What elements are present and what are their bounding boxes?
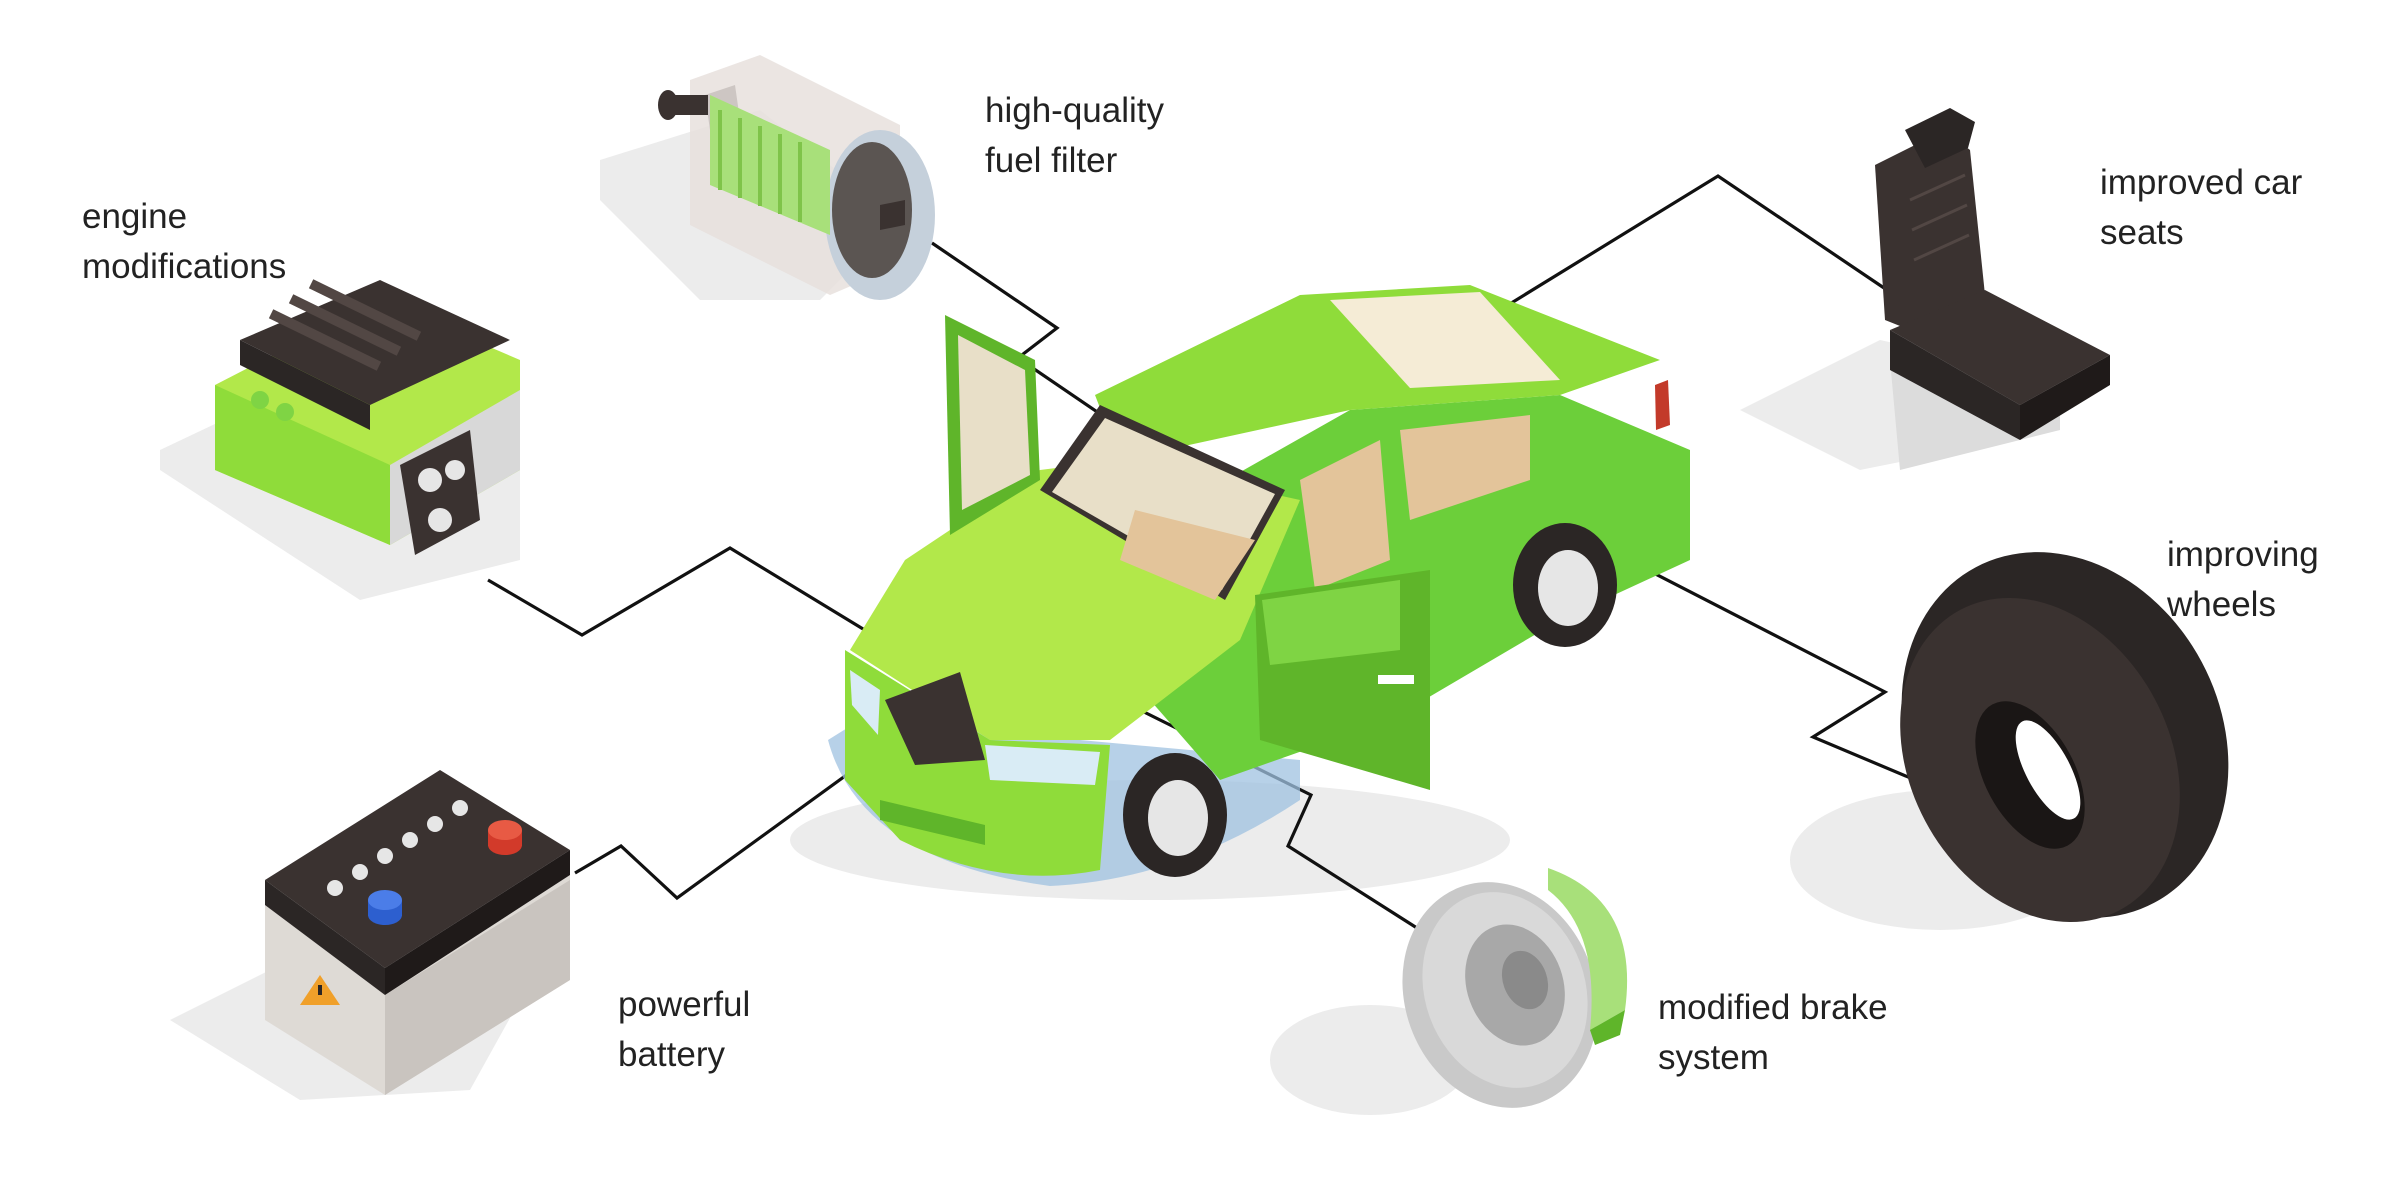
- label-fuel-filter-line2: fuel filter: [985, 141, 1118, 180]
- label-fuel-filter: high-quality fuel filter: [985, 86, 1164, 186]
- label-engine-line1: engine: [82, 197, 188, 236]
- label-engine-modifications: engine modifications: [82, 192, 286, 292]
- brake-disc-icon: [1402, 868, 1628, 1108]
- fuel-filter-icon: [658, 55, 935, 300]
- label-battery-line1: powerful: [618, 985, 751, 1024]
- engine-icon: [215, 279, 520, 555]
- label-brake-system: modified brake system: [1658, 983, 1888, 1083]
- label-car-seats-line1: improved car: [2100, 163, 2303, 202]
- label-brake-line2: system: [1658, 1038, 1769, 1077]
- tire-icon: [1900, 552, 2229, 923]
- label-fuel-filter-line1: high-quality: [985, 91, 1164, 130]
- label-battery-line2: battery: [618, 1035, 725, 1074]
- label-wheels-line1: improving: [2167, 535, 2319, 574]
- label-wheels: improving wheels: [2167, 530, 2319, 630]
- car-icon: [828, 285, 1690, 886]
- label-engine-line2: modifications: [82, 247, 287, 286]
- label-battery: powerful battery: [618, 980, 750, 1080]
- label-brake-line1: modified brake: [1658, 988, 1888, 1027]
- car-seat-icon: [1875, 108, 2110, 470]
- label-wheels-line2: wheels: [2167, 585, 2276, 624]
- warning-icon: [300, 975, 340, 1005]
- battery-icon: [265, 770, 570, 1095]
- label-car-seats-line2: seats: [2100, 213, 2184, 252]
- label-car-seats: improved car seats: [2100, 158, 2302, 258]
